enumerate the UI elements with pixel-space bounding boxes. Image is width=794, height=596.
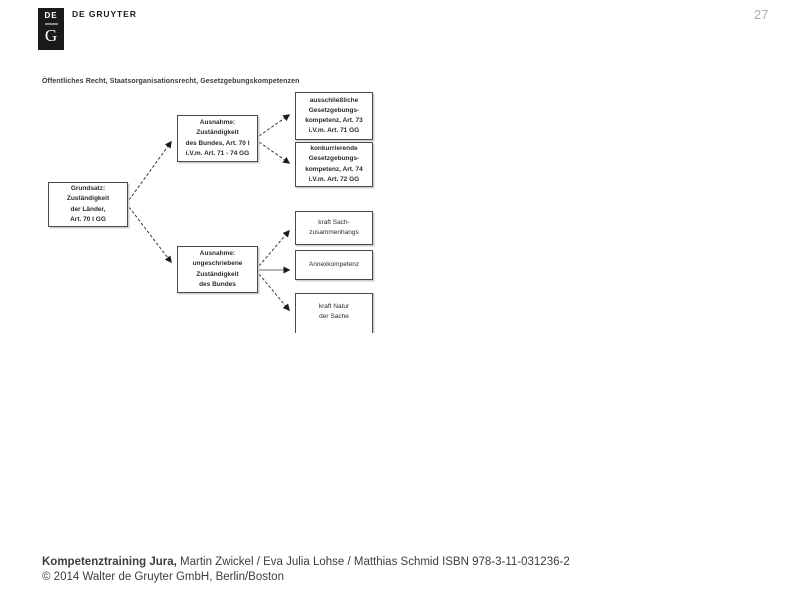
slide-heading: Öffentliches Recht, Staatsorganisationsr… [42, 78, 300, 85]
logo-g-text: G [44, 26, 58, 45]
footer-copyright-line: © 2014 Walter de Gruyter GmbH, Berlin/Bo… [42, 571, 284, 584]
footer: Kompetenztraining Jura, Martin Zwickel /… [42, 555, 570, 585]
node-grundsatz: Grundsatz: Zuständigkeit der Länder, Art… [48, 182, 128, 227]
footer-authors-isbn: Martin Zwickel / Eva Julia Lohse / Matth… [176, 556, 570, 568]
edge-ausnahme-ungeschrieben-kraft-natur [258, 273, 290, 312]
node-kraft-natur-der-sache: kraft Natur der Sache [295, 293, 373, 333]
edge-ausnahme-geschrieben-konkurrierende [258, 141, 291, 164]
edge-ausnahme-ungeschrieben-kraft-sach [258, 229, 290, 267]
logo-divider [44, 23, 58, 25]
node-ausschliessliche-kompetenz: ausschließliche Gesetzgebungs- kompetenz… [295, 92, 373, 140]
node-kraft-sachzusammenhangs: kraft Sach- zusammenhangs [295, 211, 373, 245]
node-annexkompetenz: Annexkompetenz [295, 250, 373, 280]
edge-ausnahme-geschrieben-ausschliessliche [258, 114, 291, 137]
edge-grundsatz-ausnahme-ungeschrieben [128, 206, 172, 264]
page-number: 27 [754, 7, 769, 22]
node-konkurrierende-kompetenz: konkurrierende Gesetzgebungs- kompetenz,… [295, 142, 373, 187]
node-ausnahme-ungeschriebene-zustaendigkeit: Ausnahme: ungeschriebene Zuständigkeit d… [177, 246, 258, 293]
footer-citation-line: Kompetenztraining Jura, Martin Zwickel /… [42, 555, 570, 570]
de-gruyter-logo: DE G [38, 8, 64, 50]
footer-book-title: Kompetenztraining Jura, [42, 556, 177, 568]
logo-de-text: DE [44, 11, 58, 20]
edge-grundsatz-ausnahme-geschrieben [128, 140, 172, 201]
brand-name: DE GRUYTER [72, 9, 137, 19]
node-ausnahme-geschriebene-zustaendigkeit: Ausnahme: Zuständigkeit des Bundes, Art.… [177, 115, 258, 162]
